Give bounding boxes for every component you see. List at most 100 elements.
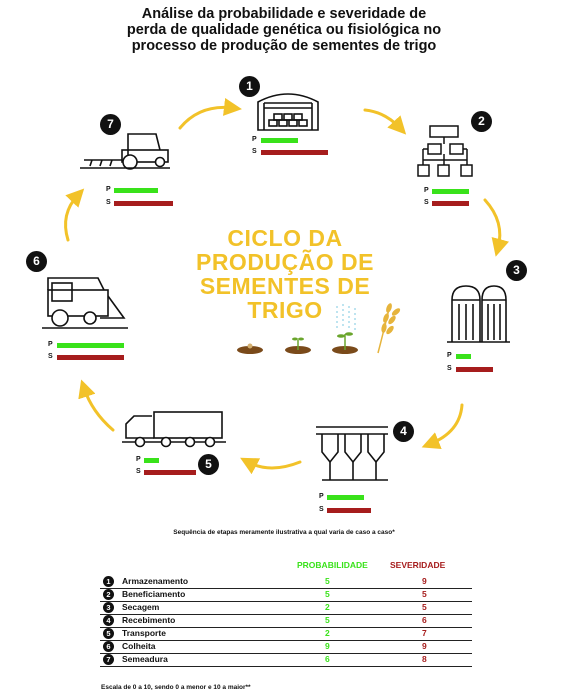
- stage-3-badge: 3: [506, 260, 527, 281]
- flowchart-icon: [417, 125, 473, 177]
- row-stage-name: Secagem: [122, 602, 160, 612]
- table-row: 7 Semeadura 6 8: [100, 653, 472, 667]
- stage-2-s-label: S: [424, 199, 429, 206]
- stage-1-severity-bar: [261, 150, 328, 155]
- row-stage-name: Armazenamento: [122, 576, 189, 586]
- table-row: 6 Colheita 9 9: [100, 640, 472, 654]
- title-line-2: perda de qualidade genética ou fisiológi…: [126, 22, 442, 38]
- center-title-line-2: PRODUÇÃO DE: [195, 249, 374, 275]
- center-title-line-3: SEMENTES DE: [199, 273, 371, 299]
- row-number: 2: [103, 589, 114, 600]
- stage-6-severity-bar: [57, 355, 124, 360]
- center-title-line-1: CICLO DA: [227, 225, 343, 251]
- row-stage-name: Colheita: [122, 641, 156, 651]
- row-severity: 6: [422, 615, 427, 625]
- stage-1-probability-bar: [261, 138, 298, 143]
- stage-2-probability-bar: [432, 189, 469, 194]
- row-probability: 9: [325, 641, 330, 651]
- stage-4-probability-bar: [327, 495, 364, 500]
- stage-7-badge: 7: [100, 114, 121, 135]
- sprout-icons: [237, 304, 358, 354]
- row-number: 6: [103, 641, 114, 652]
- row-severity: 5: [422, 602, 427, 612]
- row-severity: 5: [422, 589, 427, 599]
- row-severity: 8: [422, 654, 427, 664]
- stage-7-s-label: S: [106, 199, 111, 206]
- stage-4-severity-bar: [327, 508, 372, 513]
- stage-3-p-label: P: [447, 352, 452, 359]
- row-probability: 2: [325, 628, 330, 638]
- arrow-1-2: [363, 108, 407, 135]
- stage-5-badge: 5: [198, 454, 219, 475]
- row-stage-name: Recebimento: [122, 615, 176, 625]
- stage-5-severity-bar: [144, 470, 196, 475]
- cycle-center-title: CICLO DA PRODUÇÃO DE SEMENTES DE TRIGO: [170, 226, 400, 322]
- center-title-line-4: TRIGO: [247, 297, 323, 323]
- stage-4-s-label: S: [319, 506, 324, 513]
- silo-icon: [447, 285, 510, 343]
- title-line-1: Análise da probabilidade e severidade de: [141, 6, 427, 22]
- stage-2-badge: 2: [471, 111, 492, 132]
- truck-icon: [122, 411, 226, 448]
- stage-1-s-label: S: [252, 148, 257, 155]
- arrow-5-6: [78, 379, 115, 432]
- row-number: 7: [103, 654, 114, 665]
- warehouse-icon: [257, 93, 319, 131]
- stage-4-p-label: P: [319, 493, 324, 500]
- stage-5-p-label: P: [136, 456, 141, 463]
- arrow-4-5: [240, 457, 302, 475]
- row-probability: 2: [325, 602, 330, 612]
- sequence-note: Sequência de etapas meramente ilustrativ…: [173, 529, 395, 536]
- stage-6-probability-bar: [57, 343, 124, 348]
- stage-1-p-label: P: [252, 136, 257, 143]
- stage-7-severity-bar: [114, 201, 174, 206]
- table-row: 1 Armazenamento 5 9: [100, 575, 472, 589]
- row-number: 5: [103, 628, 114, 639]
- table-row: 3 Secagem 2 5: [100, 601, 472, 615]
- title-line-3: processo de produção de sementes de trig…: [131, 38, 437, 54]
- scale-note: Escala de 0 a 10, sendo 0 a menor e 10 a…: [101, 684, 251, 691]
- cycle-diagram: [42, 93, 510, 481]
- severity-header: SEVERIDADE: [390, 560, 446, 570]
- wheat-icon: [377, 303, 401, 354]
- stage-2-p-label: P: [424, 187, 429, 194]
- row-number: 4: [103, 615, 114, 626]
- row-severity: 9: [422, 576, 427, 586]
- stage-1-badge: 1: [239, 76, 260, 97]
- stage-6-badge: 6: [26, 251, 47, 272]
- harvester-icon: [42, 277, 128, 329]
- stage-5-s-label: S: [136, 468, 141, 475]
- hoppers-icon: [316, 426, 388, 481]
- row-number: 3: [103, 602, 114, 613]
- stage-4-badge: 4: [393, 421, 414, 442]
- row-probability: 5: [325, 576, 330, 586]
- row-probability: 5: [325, 615, 330, 625]
- row-probability: 6: [325, 654, 330, 664]
- table-row: 5 Transporte 2 7: [100, 627, 472, 641]
- row-number: 1: [103, 576, 114, 587]
- stage-6-p-label: P: [48, 341, 53, 348]
- stage-2-severity-bar: [432, 201, 469, 206]
- row-stage-name: Beneficiamento: [122, 589, 186, 599]
- arrow-3-4: [421, 403, 464, 450]
- row-probability: 5: [325, 589, 330, 599]
- stage-6-s-label: S: [48, 353, 53, 360]
- table-row: 4 Recebimento 5 6: [100, 614, 472, 628]
- arrow-7-1: [178, 97, 242, 130]
- table-row: 2 Beneficiamento 5 5: [100, 588, 472, 602]
- stage-3-severity-bar: [456, 367, 493, 372]
- stage-3-s-label: S: [447, 365, 452, 372]
- stage-7-p-label: P: [106, 186, 111, 193]
- probability-header: PROBABILIDADE: [297, 560, 368, 570]
- row-severity: 7: [422, 628, 427, 638]
- page-title: Análise da probabilidade e severidade de…: [0, 6, 568, 54]
- stage-7-probability-bar: [114, 188, 159, 193]
- stage-5-probability-bar: [144, 458, 159, 463]
- row-severity: 9: [422, 641, 427, 651]
- arrow-2-3: [483, 198, 510, 257]
- arrow-6-7: [64, 188, 85, 242]
- tractor-icon: [80, 133, 170, 170]
- row-stage-name: Semeadura: [122, 654, 168, 664]
- stage-3-probability-bar: [456, 354, 471, 359]
- row-stage-name: Transporte: [122, 628, 166, 638]
